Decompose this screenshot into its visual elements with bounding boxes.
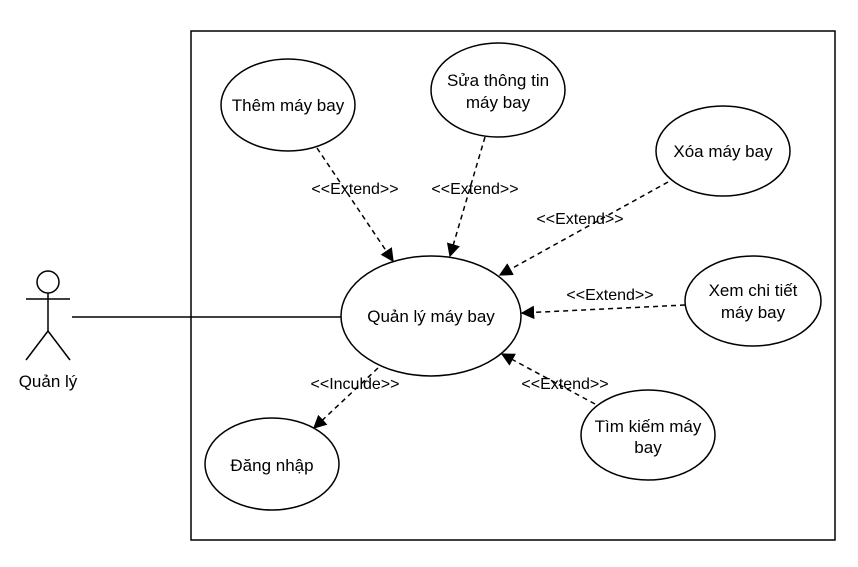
actor-right-leg (47, 330, 71, 361)
use-case-delete-label: Xóa máy bay (673, 142, 773, 161)
use-case-search-label-line1: Tìm kiếm máy (595, 417, 702, 436)
actor-head (36, 270, 60, 294)
extend-line-delete (498, 181, 669, 276)
actor-label: Quản lý (19, 372, 78, 391)
actor-left-leg (25, 330, 49, 361)
extend-line-add (316, 147, 394, 263)
extend-label-edit: <<Extend>> (431, 181, 518, 198)
use-case-edit-label-line1: Sửa thông tin (447, 71, 549, 90)
system-boundary (190, 30, 836, 541)
include-line-login (313, 367, 379, 429)
use-case-edit-label-line2: máy bay (466, 93, 531, 112)
extend-label-add: <<Extend>> (311, 181, 398, 198)
extend-label-search: <<Extend>> (521, 376, 608, 393)
use-case-detail-label-line1: Xem chi tiết (709, 281, 798, 300)
use-case-search-label-line2: bay (634, 438, 662, 457)
extend-line-edit (446, 136, 486, 258)
include-label-login: <<Inculde>> (311, 376, 400, 393)
use-case-add[interactable]: Thêm máy bay (220, 58, 356, 152)
use-case-search[interactable]: Tìm kiếm máy bay (580, 389, 716, 481)
relation-lines (313, 136, 686, 429)
use-case-main-label: Quản lý máy bay (367, 307, 495, 326)
use-case-main[interactable]: Quản lý máy bay (340, 255, 522, 377)
use-case-login-label: Đăng nhập (230, 456, 313, 475)
use-case-detail-label-line2: máy bay (721, 303, 786, 322)
extend-label-delete: <<Extend>> (536, 211, 623, 228)
use-case-login[interactable]: Đăng nhập (204, 417, 340, 511)
use-case-detail[interactable]: Xem chi tiết máy bay (684, 255, 822, 347)
use-case-edit[interactable]: Sửa thông tin máy bay (430, 42, 566, 138)
use-case-add-label: Thêm máy bay (232, 96, 345, 115)
extend-line-detail (520, 304, 686, 320)
use-case-delete[interactable]: Xóa máy bay (655, 105, 791, 197)
actor-stick-figure[interactable] (25, 270, 71, 361)
extend-label-detail: <<Extend>> (566, 287, 653, 304)
